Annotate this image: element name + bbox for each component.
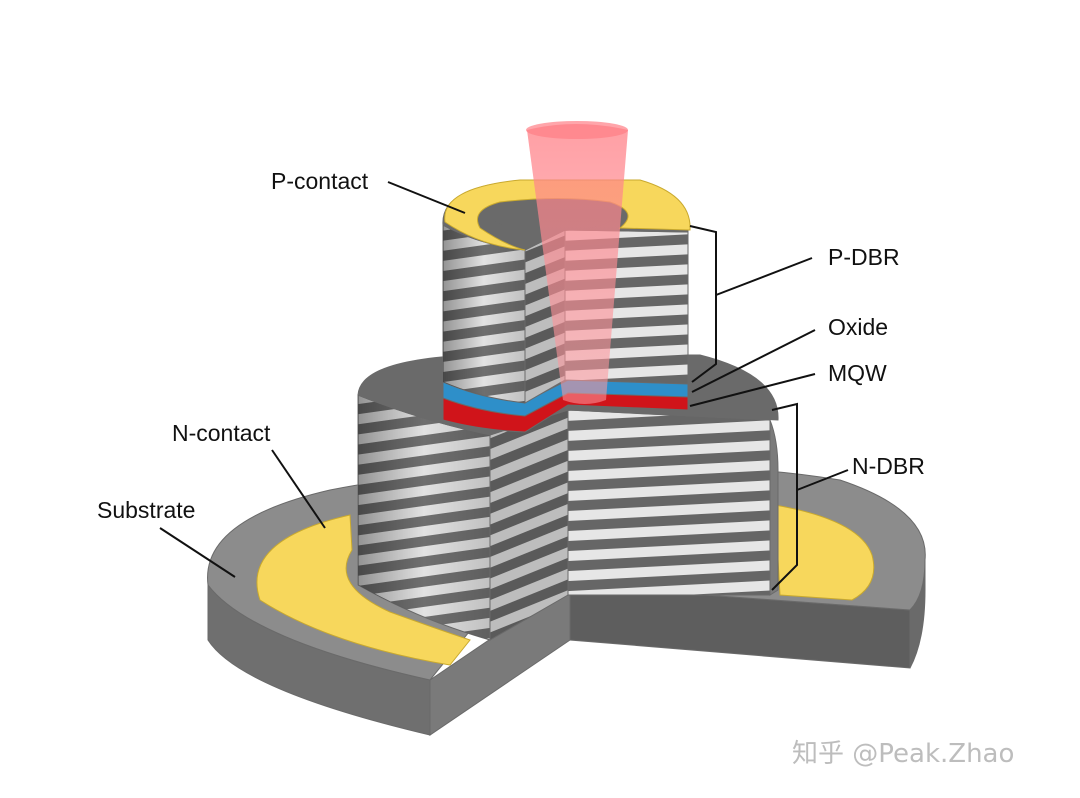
n-contact-ring — [256, 504, 875, 666]
laser-beam — [527, 124, 628, 404]
label-n-dbr: N-DBR — [852, 453, 925, 479]
laser-beam-top — [526, 121, 628, 139]
watermark: 知乎 @Peak.Zhao — [792, 739, 1014, 769]
label-substrate: Substrate — [97, 497, 195, 523]
label-mqw: MQW — [828, 360, 887, 386]
label-oxide: Oxide — [828, 314, 888, 340]
label-n-contact: N-contact — [172, 420, 271, 446]
label-p-dbr: P-DBR — [828, 244, 900, 270]
label-p-contact: P-contact — [271, 168, 369, 194]
leader-lines — [159, 181, 849, 591]
